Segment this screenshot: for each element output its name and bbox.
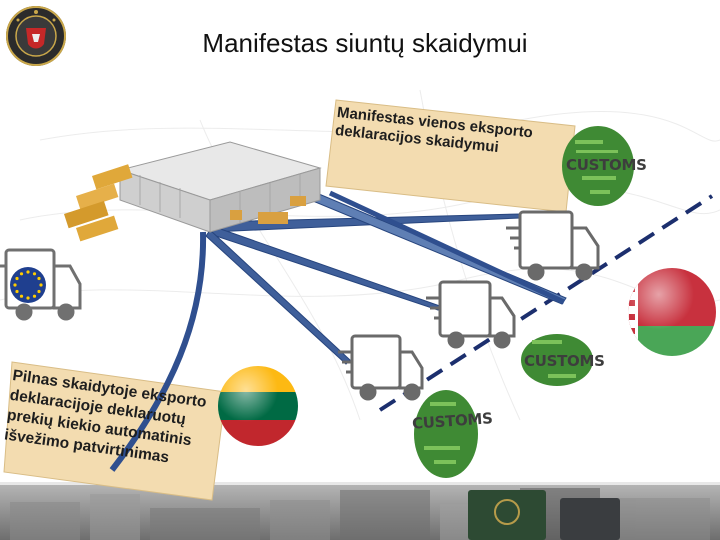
truck-icon	[338, 336, 422, 399]
truck-icon	[506, 212, 598, 279]
lithuania-flag-icon	[216, 364, 300, 448]
customs-label: CUSTOMS	[566, 156, 647, 174]
belarus-flag-icon	[626, 266, 718, 358]
truck-icon	[426, 282, 514, 347]
customs-label: CUSTOMS	[524, 352, 605, 370]
eu-flag-icon	[10, 267, 46, 303]
customs-word-cloud-icon	[414, 390, 478, 478]
